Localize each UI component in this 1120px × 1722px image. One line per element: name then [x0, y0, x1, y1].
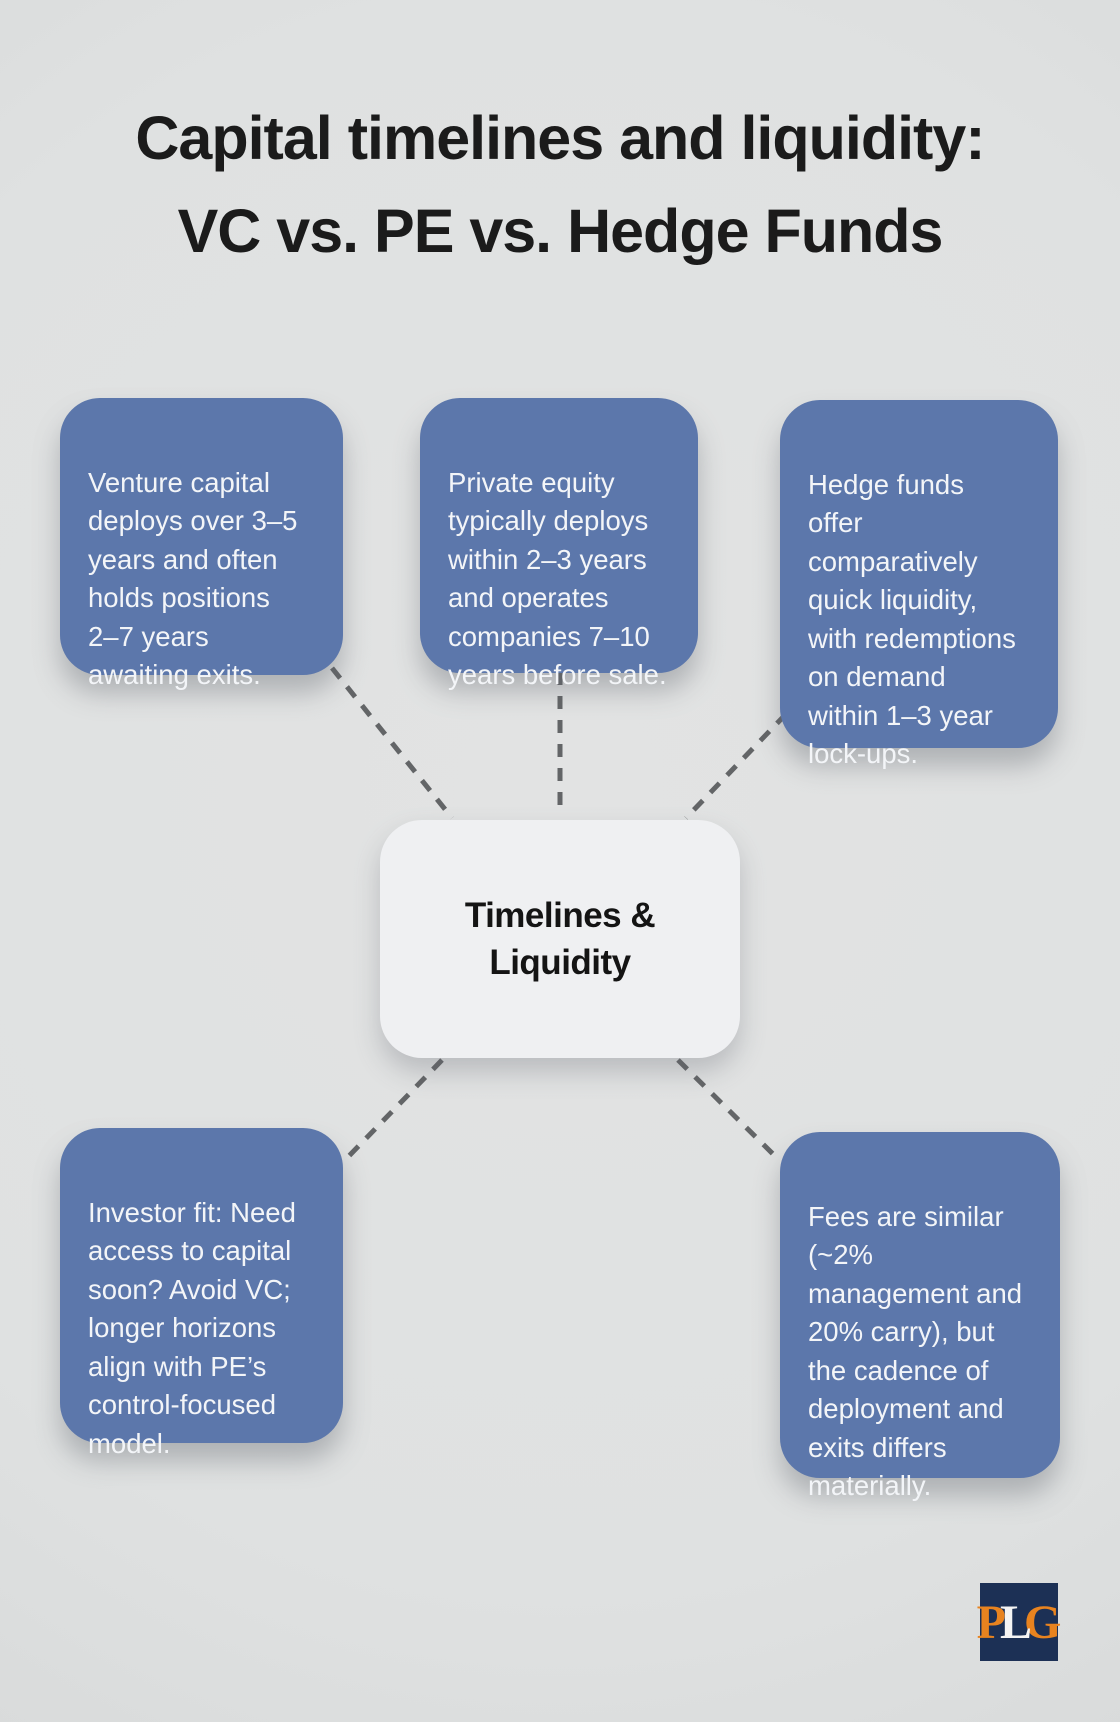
page-title-line-2: VC vs. PE vs. Hedge Funds	[177, 197, 944, 265]
logo-letter-l: L	[999, 1595, 1032, 1649]
info-box-venture-capital: Venture capital deploys over 3–5 years a…	[60, 398, 343, 690]
info-box-hedge-funds: Hedge funds offer comparatively quick li…	[780, 400, 1058, 769]
connector-line-venture-capital	[330, 666, 454, 820]
logo-letter-g: G	[1024, 1595, 1061, 1649]
connector-line-investor-fit	[345, 1058, 444, 1160]
info-box-investor-fit: Investor fit: Need access to capital soo…	[60, 1128, 343, 1459]
connector-line-fees	[676, 1058, 779, 1160]
info-box-private-equity-text: Private equity typically deploys within …	[448, 466, 667, 691]
info-box-investor-fit-text: Investor fit: Need access to capital soo…	[88, 1196, 296, 1459]
center-node: Timelines & Liquidity	[380, 820, 740, 1058]
info-box-hedge-funds-text: Hedge funds offer comparatively quick li…	[808, 468, 1016, 770]
info-box-fees-text: Fees are similar (~2% management and 20%…	[808, 1200, 1023, 1502]
logo-letter-p: P	[976, 1595, 1006, 1649]
info-box-venture-capital-text: Venture capital deploys over 3–5 years a…	[88, 466, 298, 691]
connector-line-hedge-funds	[684, 712, 788, 820]
page-title-line-1: Capital timelines and liquidity:	[135, 104, 985, 172]
brand-logo: P L G	[976, 1583, 1061, 1661]
center-node-label: Timelines & Liquidity	[464, 896, 656, 982]
info-box-private-equity: Private equity typically deploys within …	[420, 398, 698, 690]
page-title: Capital timelines and liquidity: VC vs. …	[0, 92, 1120, 278]
info-box-fees: Fees are similar (~2% management and 20%…	[780, 1132, 1060, 1501]
